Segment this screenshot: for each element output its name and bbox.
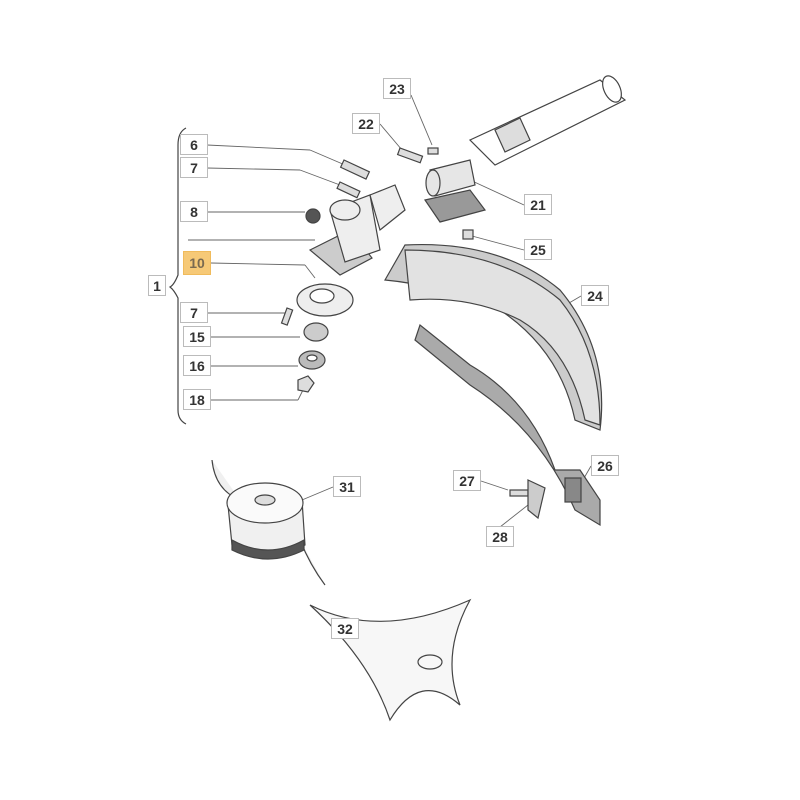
callout-15[interactable]: 15 (183, 326, 211, 347)
callout-6[interactable]: 6 (180, 134, 208, 155)
gearbox (305, 184, 406, 276)
callout-21[interactable]: 21 (524, 194, 552, 215)
shaft (468, 75, 627, 166)
leader-lines (188, 94, 592, 641)
callout-25[interactable]: 25 (524, 239, 552, 260)
callout-7b[interactable]: 7 (180, 302, 208, 323)
callout-16[interactable]: 16 (183, 355, 211, 376)
callout-7[interactable]: 7 (180, 157, 208, 178)
screws (280, 147, 529, 497)
callout-28[interactable]: 28 (486, 526, 514, 547)
clamp-21 (424, 159, 487, 223)
callout-1[interactable]: 1 (148, 275, 166, 296)
blade-28 (527, 479, 546, 520)
callout-26[interactable]: 26 (591, 455, 619, 476)
callout-32[interactable]: 32 (331, 618, 359, 639)
callout-23[interactable]: 23 (383, 78, 411, 99)
callout-27[interactable]: 27 (453, 470, 481, 491)
callout-31[interactable]: 31 (333, 476, 361, 497)
callout-24[interactable]: 24 (581, 285, 609, 306)
hub-15 (303, 322, 329, 342)
nut-18 (297, 375, 315, 393)
callout-22[interactable]: 22 (352, 113, 380, 134)
callout-18[interactable]: 18 (183, 389, 211, 410)
guard-24 (384, 243, 603, 527)
group-bracket (168, 127, 187, 425)
trimmer-head-31 (211, 459, 326, 586)
cutter-26 (564, 477, 582, 503)
callout-10-highlighted[interactable]: 10 (183, 251, 211, 275)
callout-8[interactable]: 8 (180, 201, 208, 222)
flange-10 (296, 283, 354, 317)
cup-16 (298, 350, 326, 370)
